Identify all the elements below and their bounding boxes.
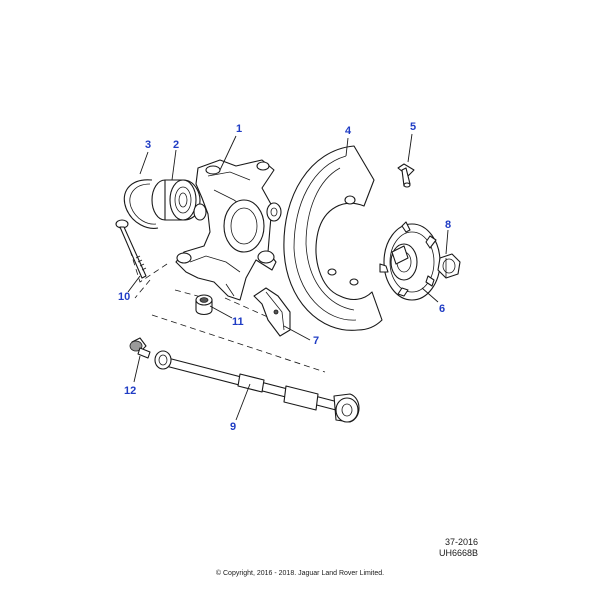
copyright-notice: © Copyright, 2016 - 2018. Jaguar Land Ro… xyxy=(215,570,385,577)
callout-12: 12 xyxy=(124,385,136,397)
callout-11: 11 xyxy=(232,316,244,328)
fixing-pin xyxy=(397,163,415,188)
brake-disc-shield xyxy=(283,145,383,331)
grommet xyxy=(195,294,213,316)
callout-4: 4 xyxy=(345,125,352,137)
bracket xyxy=(253,287,291,337)
snap-ring xyxy=(123,179,159,229)
callout-8: 8 xyxy=(445,219,451,231)
tie-rod-link xyxy=(154,350,360,423)
wheel-hub xyxy=(379,221,441,301)
callout-2: 2 xyxy=(173,139,179,151)
ball-joint-end xyxy=(129,337,151,359)
knuckle-hub-carrier xyxy=(175,159,282,301)
reference-code: 37-2016 xyxy=(444,537,478,547)
callout-5: 5 xyxy=(410,121,416,133)
callout-9: 9 xyxy=(230,421,236,433)
callout-6: 6 xyxy=(439,303,445,315)
assembly-guide-lines xyxy=(129,249,326,373)
callout-10: 10 xyxy=(118,291,130,303)
callout-1: 1 xyxy=(236,123,242,135)
callout-7: 7 xyxy=(313,335,319,347)
callout-3: 3 xyxy=(145,139,151,151)
callout-labels: 1 2 3 4 5 6 7 8 9 10 11 12 xyxy=(118,121,451,433)
leader-lines xyxy=(127,133,449,421)
hub-nut xyxy=(437,253,461,279)
wheel-bearing xyxy=(151,179,201,221)
image-code: UH6668B xyxy=(438,548,478,558)
bolt xyxy=(115,219,147,279)
